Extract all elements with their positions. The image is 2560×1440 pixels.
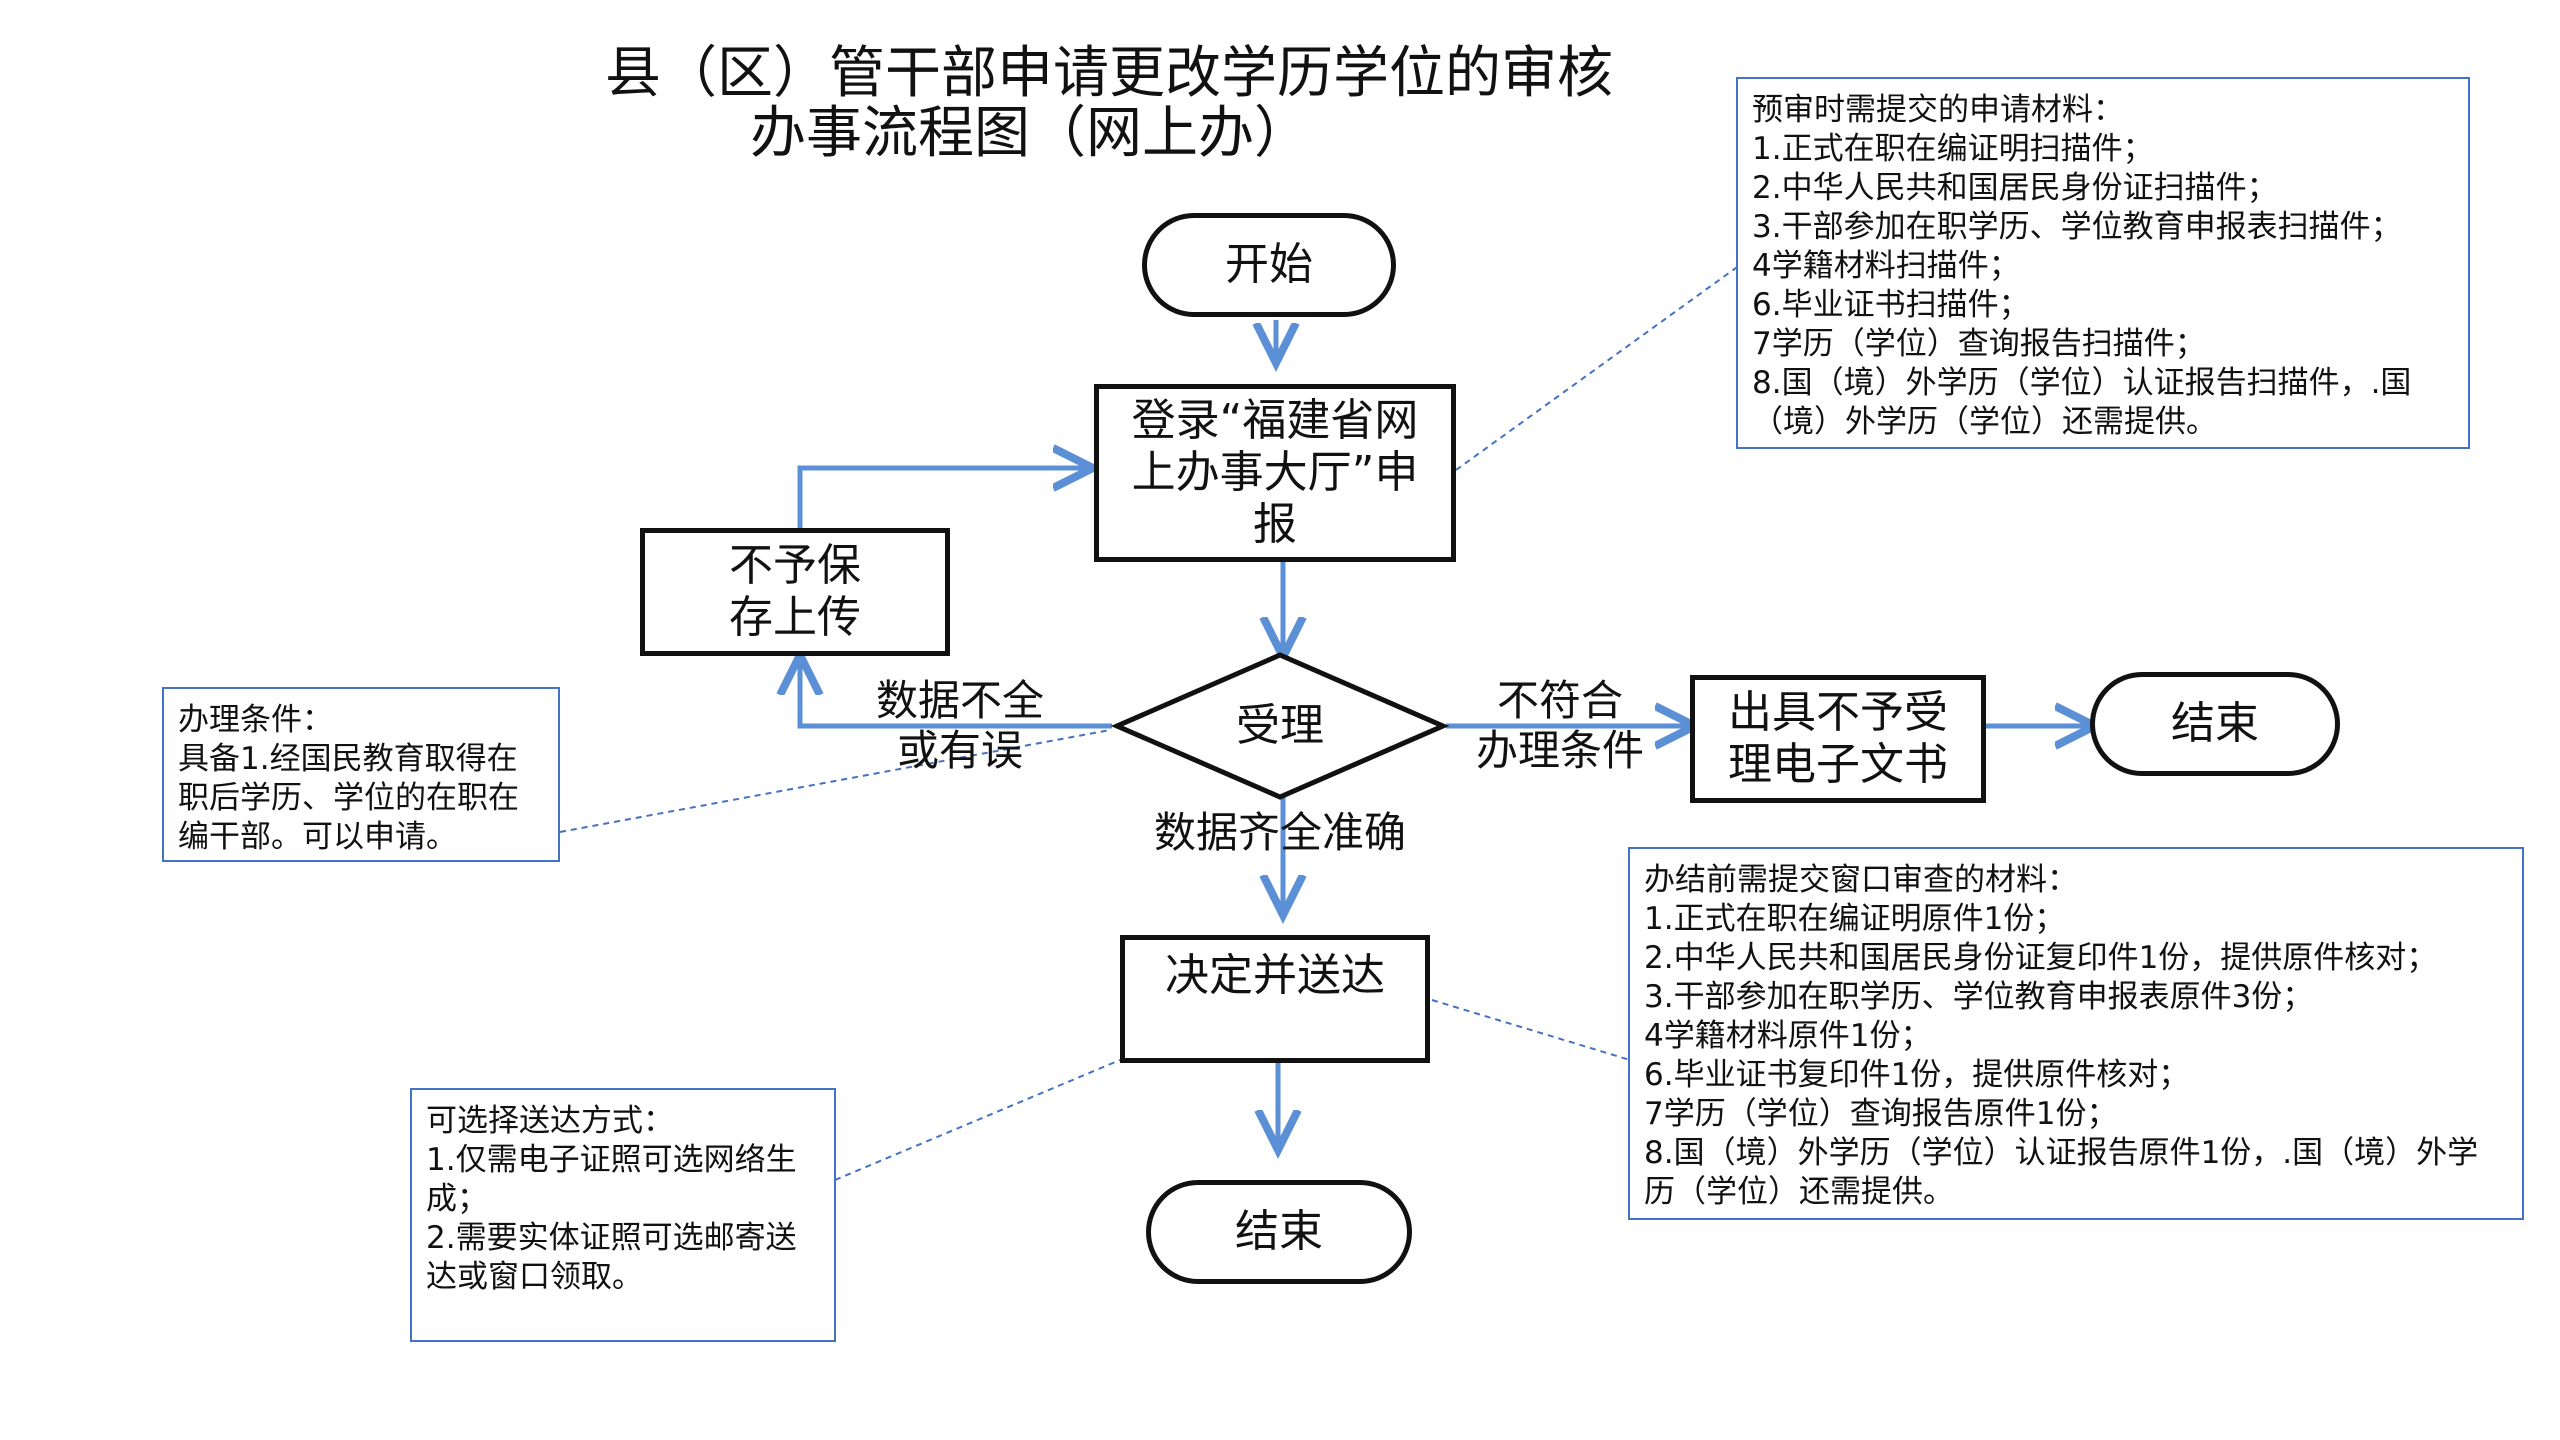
- no-save-node-line1: 不予保: [729, 540, 861, 591]
- note-window-check-line: 4学籍材料原件1份；: [1644, 1018, 1932, 1054]
- note-window-check-line: 办结前需提交窗口审查的材料：: [1644, 862, 2078, 898]
- note-window-check-line: 7学历（学位）查询报告原件1份；: [1644, 1096, 2118, 1132]
- reject-doc-node-line1: 出具不予受: [1728, 687, 1948, 738]
- note-window-check: 办结前需提交窗口审查的材料： 1.正式在职在编证明原件1份； 2.中华人民共和国…: [1628, 847, 2524, 1220]
- end-node-right-label: 结束: [2171, 698, 2259, 749]
- decide-node-label: 决定并送达: [1165, 950, 1385, 1001]
- note-pre-review-line: 4学籍材料扫描件；: [1752, 248, 2020, 284]
- edge-label-incomplete: 数据不全 或有误: [870, 676, 1050, 776]
- edge-label-not-qualified-line1: 不符合: [1496, 676, 1623, 725]
- reject-doc-node: 出具不予受 理电子文书: [1690, 675, 1986, 803]
- note-window-check-line: 3.干部参加在职学历、学位教育申报表原件3份；: [1644, 979, 2314, 1015]
- note-pre-review-line: 预审时需提交的申请材料：: [1752, 92, 2124, 128]
- end-node-bottom: 结束: [1146, 1180, 1412, 1284]
- note-delivery-line: 2.需要实体证照可选邮寄送达或窗口领取。: [426, 1220, 797, 1295]
- start-node-label: 开始: [1225, 239, 1313, 290]
- note-window-check-line: 6.毕业证书复印件1份，提供原件核对；: [1644, 1057, 2190, 1093]
- login-node-line3: 报: [1252, 499, 1297, 550]
- note-pre-review-line: 8.国（境）外学历（学位）认证报告扫描件，.国（境）外学历（学位）还需提供。: [1752, 365, 2412, 440]
- note-delivery: 可选择送达方式： 1.仅需电子证照可选网络生成； 2.需要实体证照可选邮寄送达或…: [410, 1088, 836, 1342]
- reject-doc-node-line2: 理电子文书: [1728, 739, 1948, 790]
- leader-window-check: [1431, 999, 1631, 1061]
- decide-node: 决定并送达: [1120, 935, 1430, 1063]
- arrow-nosave-to-login: [797, 468, 1088, 535]
- note-pre-review-line: 7学历（学位）查询报告扫描件；: [1752, 326, 2206, 362]
- edge-label-complete: 数据齐全准确: [1153, 808, 1406, 857]
- leader-conditions: [559, 729, 1111, 833]
- no-save-node: 不予保 存上传: [640, 528, 950, 656]
- start-node: 开始: [1142, 213, 1396, 317]
- note-conditions-line: 办理条件：: [178, 702, 333, 738]
- note-delivery-line: 可选择送达方式：: [426, 1103, 674, 1139]
- note-pre-review-line: 3.干部参加在职学历、学位教育申报表扫描件；: [1752, 209, 2402, 245]
- note-pre-review-line: 2.中华人民共和国居民身份证扫描件；: [1752, 170, 2278, 206]
- note-pre-review: 预审时需提交的申请材料： 1.正式在职在编证明扫描件； 2.中华人民共和国居民身…: [1736, 77, 2470, 449]
- leader-delivery: [834, 1059, 1121, 1181]
- edge-label-incomplete-line1: 数据不全: [875, 676, 1044, 725]
- login-node-line1: 登录“福建省网: [1131, 395, 1419, 446]
- accept-node-label: 受理: [1236, 700, 1324, 751]
- page-title-line2: 办事流程图（网上办）: [750, 101, 1310, 166]
- note-delivery-line: 1.仅需电子证照可选网络生成；: [426, 1142, 797, 1217]
- edge-label-not-qualified-line2: 办理条件: [1475, 726, 1644, 775]
- note-window-check-line: 2.中华人民共和国居民身份证复印件1份，提供原件核对；: [1644, 940, 2438, 976]
- note-conditions-line: 具备1.经国民教育取得在职后学历、学位的在职在编干部。可以申请。: [178, 741, 519, 855]
- note-pre-review-line: 1.正式在职在编证明扫描件；: [1752, 131, 2154, 167]
- note-conditions: 办理条件： 具备1.经国民教育取得在职后学历、学位的在职在编干部。可以申请。: [162, 687, 560, 862]
- edge-label-not-qualified: 不符合 办理条件: [1470, 676, 1650, 776]
- end-node-right: 结束: [2090, 672, 2340, 776]
- edge-label-incomplete-line2: 或有误: [896, 726, 1023, 775]
- leader-pre-review: [1455, 264, 1741, 471]
- accept-node: 受理: [1190, 700, 1370, 752]
- note-pre-review-line: 6.毕业证书扫描件；: [1752, 287, 2030, 323]
- note-window-check-line: 8.国（境）外学历（学位）认证报告原件1份，.国（境）外学历（学位）还需提供。: [1644, 1135, 2479, 1210]
- arrow-accept-to-nosave: [800, 660, 1112, 729]
- page-title-line1: 县（区）管干部申请更改学历学位的审核: [605, 41, 1613, 106]
- accept-diamond-shape: [1110, 652, 1450, 800]
- login-node-line2: 上办事大厅”申: [1131, 447, 1419, 498]
- note-window-check-line: 1.正式在职在编证明原件1份；: [1644, 901, 2066, 937]
- no-save-node-line2: 存上传: [729, 592, 861, 643]
- end-node-bottom-label: 结束: [1235, 1206, 1323, 1257]
- login-node: 登录“福建省网 上办事大厅”申 报: [1094, 384, 1456, 562]
